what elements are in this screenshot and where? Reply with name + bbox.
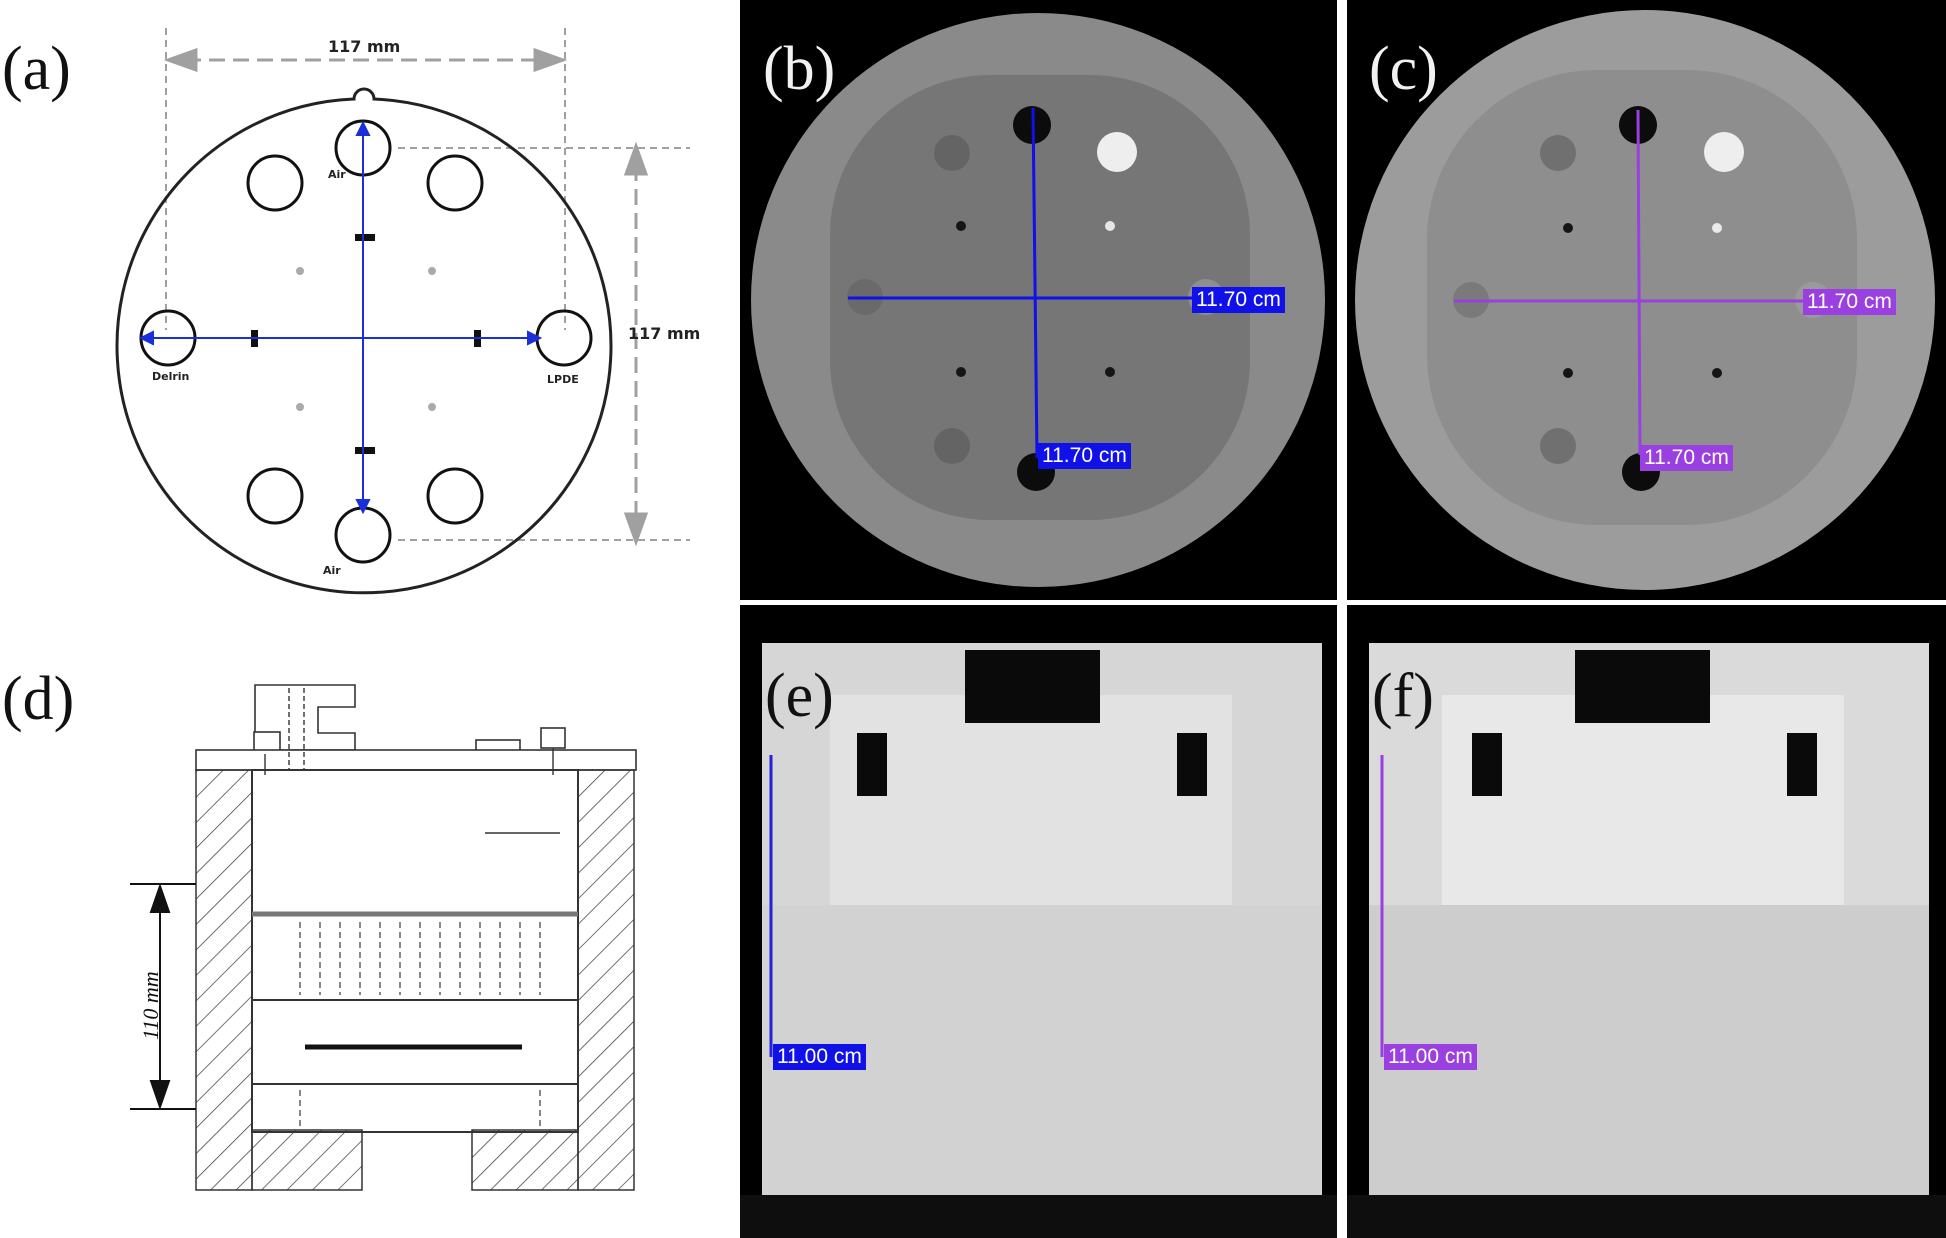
panel-b-ct-axial: 11.70 cm 11.70 cm (b) <box>740 0 1337 600</box>
phantom-outline <box>115 87 613 595</box>
insert-label-delrin: Delrin <box>152 370 189 383</box>
height-dimension-label: 117 mm <box>628 324 700 343</box>
panel-d-label: (d) <box>2 665 75 733</box>
measurement-vertical: 11.00 cm <box>1384 1044 1477 1070</box>
panel-c-label: (c) <box>1369 35 1438 103</box>
panel-a-label: (a) <box>2 35 71 103</box>
measurement-horizontal: 11.70 cm <box>1803 289 1896 315</box>
panel-c-ct-axial: 11.70 cm 11.70 cm (c) <box>1347 0 1946 600</box>
panel-e-ct-sagittal: 11.00 cm (e) <box>740 605 1337 1238</box>
measurement-vertical: 11.70 cm <box>1640 445 1733 471</box>
insert-label-air-top: Air <box>328 168 346 181</box>
panel-a-schematic: 117 mm 117 mm Air Air Delrin LPDE <box>115 28 700 595</box>
panel-b-label: (b) <box>763 35 836 103</box>
panel-e-label: (e) <box>765 662 834 730</box>
measurement-vertical: 11.70 cm <box>1038 443 1131 469</box>
panel-f-label: (f) <box>1372 662 1434 730</box>
insert-label-lpde: LPDE <box>547 373 579 386</box>
panel-d-schematic: 110 mm <box>130 684 637 1191</box>
measurement-horizontal: 11.70 cm <box>1192 287 1285 313</box>
width-dimension-label: 117 mm <box>328 37 400 56</box>
panel-f-ct-sagittal: 11.00 cm (f) <box>1347 605 1946 1238</box>
insert-air-bottom <box>334 506 392 564</box>
insert-label-air-bottom: Air <box>323 564 341 577</box>
measurement-vertical: 11.00 cm <box>773 1044 866 1070</box>
height-dimension-label: 110 mm <box>138 971 163 1040</box>
